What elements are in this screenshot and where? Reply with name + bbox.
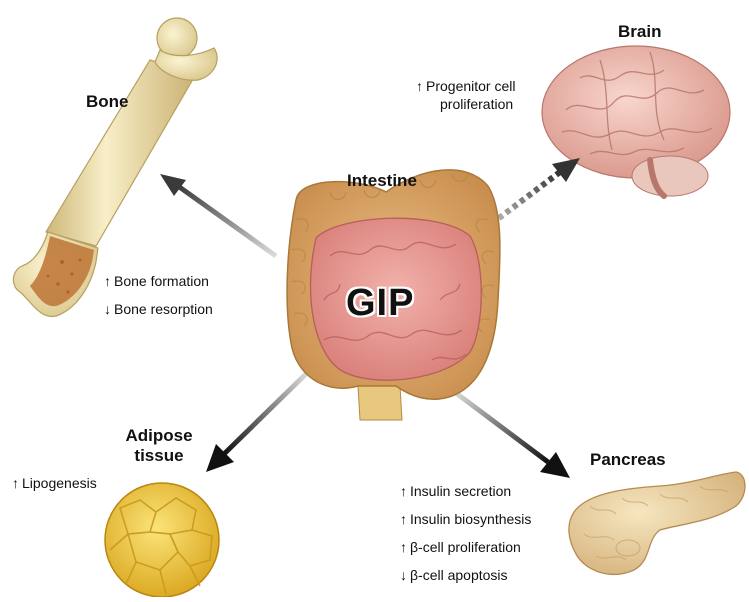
brain-effect-proliferation: proliferation — [440, 95, 513, 113]
pancreas-effect-beta-apoptosis: ↓β-cell apoptosis — [400, 566, 508, 584]
effect-text: Lipogenesis — [22, 475, 97, 491]
pancreas-illustration — [569, 472, 745, 574]
adipose-effect-lipogenesis: ↑Lipogenesis — [12, 474, 97, 492]
effect-text: Bone resorption — [114, 301, 213, 317]
pancreas-label: Pancreas — [590, 450, 666, 470]
up-arrow-icon: ↑ — [104, 272, 114, 290]
up-arrow-icon: ↑ — [12, 474, 22, 492]
effect-text: Progenitor cell — [426, 78, 516, 94]
effect-text: β-cell apoptosis — [410, 567, 508, 583]
arrow-to-adipose — [206, 368, 312, 472]
up-arrow-icon: ↑ — [400, 538, 410, 556]
gip-label: GIP — [346, 282, 414, 325]
bone-effect-resorption: ↓Bone resorption — [104, 300, 213, 318]
arrow-to-bone — [160, 174, 276, 256]
adipose-label: Adipose tissue — [117, 426, 201, 466]
pancreas-effect-beta-proliferation: ↑β-cell proliferation — [400, 538, 521, 556]
intestine-label: Intestine — [347, 171, 417, 191]
down-arrow-icon: ↓ — [400, 566, 410, 584]
adipose-label-line1: Adipose — [117, 426, 201, 446]
effect-text: Insulin biosynthesis — [410, 511, 531, 527]
pancreas-effect-insulin-biosynthesis: ↑Insulin biosynthesis — [400, 510, 531, 528]
up-arrow-icon: ↑ — [400, 510, 410, 528]
arrow-to-pancreas — [452, 390, 570, 478]
pancreas-effect-insulin-secretion: ↑Insulin secretion — [400, 482, 511, 500]
brain-effect-progenitor: ↑Progenitor cell — [416, 77, 516, 95]
effect-text: β-cell proliferation — [410, 539, 521, 555]
effect-text: Bone formation — [114, 273, 209, 289]
adipose-illustration — [105, 483, 219, 597]
up-arrow-icon: ↑ — [416, 77, 426, 95]
up-arrow-icon: ↑ — [400, 482, 410, 500]
bone-label: Bone — [86, 92, 129, 112]
down-arrow-icon: ↓ — [104, 300, 114, 318]
bone-effect-formation: ↑Bone formation — [104, 272, 209, 290]
effect-text: proliferation — [440, 96, 513, 112]
effect-text: Insulin secretion — [410, 483, 511, 499]
brain-label: Brain — [618, 22, 661, 42]
adipose-label-line2: tissue — [117, 446, 201, 466]
